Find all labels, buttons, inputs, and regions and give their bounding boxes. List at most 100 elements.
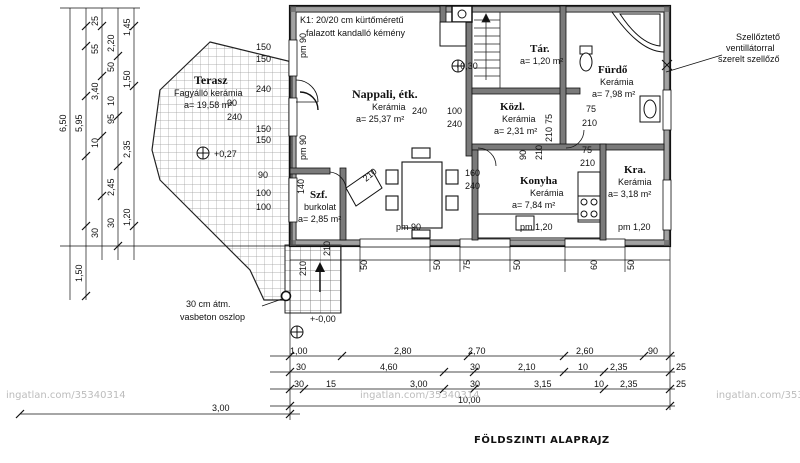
room-szf-floor: burkolat xyxy=(304,202,337,212)
dim-label: 1,00 xyxy=(290,346,308,356)
room-kozl-floor: Kerámia xyxy=(502,114,536,124)
dim-label: 2,70 xyxy=(468,346,486,356)
opening-label-rotated: 90 xyxy=(518,150,528,160)
outer-walls xyxy=(288,4,672,248)
dim-label: 10 xyxy=(578,362,588,372)
opening-label: 100 xyxy=(447,106,462,116)
dim-label: 10 xyxy=(90,138,100,148)
room-nappali-floor: Kerámia xyxy=(372,102,406,112)
dim-label: 4,60 xyxy=(380,362,398,372)
watermark: ingatlan.com/35340314 xyxy=(716,390,800,401)
vent-note-line3: szerelt szellőző xyxy=(718,54,780,64)
opening-label-rotated: 210 xyxy=(544,127,554,142)
opening-label: 210 xyxy=(582,118,597,128)
entrance-walkway xyxy=(284,244,342,314)
windows xyxy=(288,39,672,248)
stairs xyxy=(474,12,501,88)
dim-label: 15 xyxy=(326,379,336,389)
bottom-dim-ticks xyxy=(15,351,675,419)
opening-label: pm 1,20 xyxy=(520,222,553,232)
opening-label-rotated: 210 xyxy=(322,241,332,256)
opening-label: 150 xyxy=(256,135,271,145)
level-terasz: +0,27 xyxy=(214,149,237,159)
chimney xyxy=(439,5,473,47)
dim-label: 2,35 xyxy=(620,379,638,389)
dim-label: 55 xyxy=(90,44,100,54)
stove-icon xyxy=(577,195,601,221)
bottom-dimension-lines xyxy=(20,246,675,420)
dim-label: 25 xyxy=(90,16,100,26)
room-nappali-area: a= 25,37 m² xyxy=(356,114,404,124)
toilet xyxy=(579,45,593,72)
opening-label-rotated: 140 xyxy=(296,179,306,194)
door-swings xyxy=(295,79,585,189)
dim-label: 30 xyxy=(106,218,116,228)
dim-label: 30 xyxy=(470,379,480,389)
dining-table xyxy=(385,147,459,239)
dim-label: 3,15 xyxy=(534,379,552,389)
opening-label: 240 xyxy=(447,119,462,129)
room-szf-area: a= 2,85 m² xyxy=(298,214,341,224)
dim-label: 2,10 xyxy=(518,362,536,372)
opening-label-rotated: pm 90 xyxy=(298,33,308,58)
column-note-line1: 30 cm átm. xyxy=(186,299,231,309)
opening-label: 240 xyxy=(227,112,242,122)
left-dimension-lines xyxy=(60,7,290,300)
room-kozl-name: Közl. xyxy=(500,101,525,113)
opening-label-rotated: 210 xyxy=(534,145,544,160)
vent-icon xyxy=(661,59,673,71)
plan-title: FÖLDSZINTI ALAPRAJZ xyxy=(474,432,610,446)
dim-label: 10 xyxy=(594,379,604,389)
dim-label: 3,00 xyxy=(410,379,428,389)
dim-label: 30 xyxy=(90,228,100,238)
section-marker xyxy=(299,91,319,111)
dim-label: 1,20 xyxy=(122,208,132,226)
room-szf-name: Szf. xyxy=(310,189,328,201)
dim-label: 25 xyxy=(676,362,686,372)
dim-label: 2,35 xyxy=(610,362,628,372)
dim-label: 1,50 xyxy=(122,70,132,88)
level-entry: +-0,00 xyxy=(310,314,336,324)
interior-walls xyxy=(289,5,665,241)
dim-label: 30 xyxy=(294,379,304,389)
room-terasz-area: a= 19,58 m² xyxy=(184,100,232,110)
level-markers xyxy=(196,59,465,339)
dim-label: 6,50 xyxy=(58,114,68,132)
opening-label-rotated: pm 90 xyxy=(298,135,308,160)
opening-label: 150 xyxy=(256,42,271,52)
wall-hatching xyxy=(290,6,670,246)
dim-label: 2,20 xyxy=(106,34,116,52)
room-kra-floor: Kerámia xyxy=(618,177,652,187)
room-kra-name: Kra. xyxy=(624,164,646,176)
opening-label: 240 xyxy=(465,181,480,191)
dim-label: 2,45 xyxy=(106,178,116,196)
opening-tick-label: 50 xyxy=(432,260,442,270)
opening-tick-label: 50 xyxy=(512,260,522,270)
left-dim-labels: 25 55 2,20 50 1,50 10 95 10 2,45 30 1,20… xyxy=(58,16,132,282)
opening-label: 75 xyxy=(586,104,596,114)
left-dim-ticks xyxy=(81,21,139,301)
opening-label: 100 xyxy=(256,188,271,198)
room-furdo-floor: Kerámia xyxy=(600,77,634,87)
room-furdo-name: Fürdő xyxy=(598,64,628,76)
opening-tick-label: 75 xyxy=(462,260,472,270)
column-leader xyxy=(261,298,283,307)
room-konyha-name: Konyha xyxy=(520,175,558,187)
opening-label: 75 xyxy=(582,145,592,155)
room-tar-area: a= 1,20 m² xyxy=(520,56,563,66)
dim-label: 30 xyxy=(470,362,480,372)
dim-label: 30 xyxy=(296,362,306,372)
opening-label: 90 xyxy=(258,170,268,180)
opening-tick-label: 60 xyxy=(589,260,599,270)
opening-label: 100 xyxy=(256,202,271,212)
dim-label: 5,95 xyxy=(74,114,84,132)
watermark: ingatlan.com/35340314 xyxy=(360,390,480,401)
entrance-arrow xyxy=(315,262,325,292)
dim-label: 25 xyxy=(676,379,686,389)
opening-label: pm 90 xyxy=(396,222,421,232)
dim-label: 2,80 xyxy=(394,346,412,356)
room-terasz-floor: Fagyálló kerámia xyxy=(174,88,243,98)
kitchen-sink xyxy=(515,215,535,231)
room-kra-area: a= 3,18 m² xyxy=(608,189,651,199)
